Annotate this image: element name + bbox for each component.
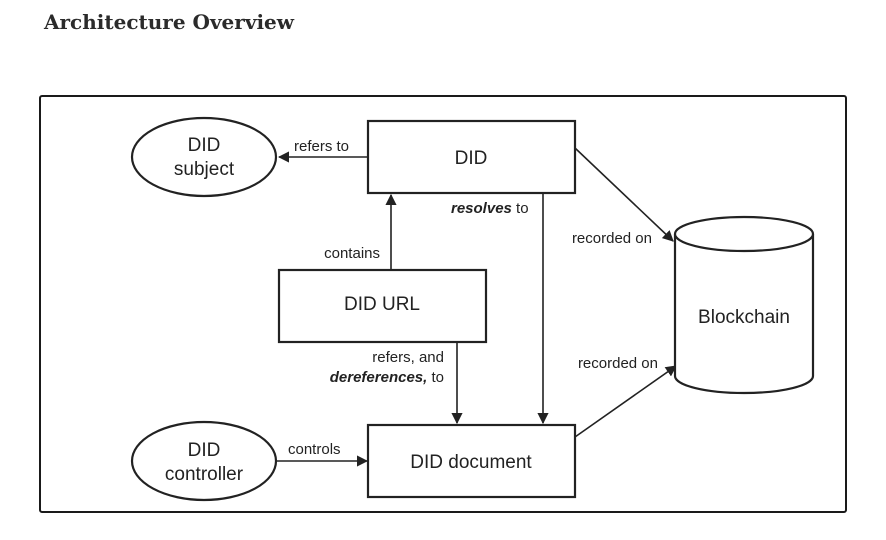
edge-label-dereferences-em: dereferences, [330,369,428,386]
node-did-subject: DID subject [130,116,278,198]
edge-label-controls: controls [288,441,341,458]
edge-label-recorded-on-bottom: recorded on [578,355,658,372]
did-label: DID [455,148,488,169]
edge-label-dereferences-to: dereferences, to [330,369,444,386]
did-controller-line1: DID [188,440,221,461]
node-did: DID [366,119,577,195]
edge-label-recorded-on-top: recorded on [572,230,652,247]
edge-label-contains: contains [324,245,380,262]
did-controller-line2: controller [165,464,244,485]
edge-label-resolves-to-suffix: to [512,200,529,217]
edge-recorded-on-did [574,147,674,242]
node-did-controller: DID controller [130,420,278,502]
edge-label-dereferences-to-suffix: to [427,369,444,386]
node-did-url: DID URL [277,268,488,344]
edge-recorded-on-document [574,365,677,438]
edge-label-resolves-em: resolves [451,200,512,217]
page-title: Architecture Overview [44,10,294,34]
blockchain-label: Blockchain [698,307,790,328]
node-blockchain: Blockchain [673,215,815,395]
did-subject-line2: subject [174,159,235,180]
edge-label-refers-to: refers to [294,138,349,155]
edge-label-resolves-to: resolves to [451,200,529,217]
edge-label-refers-and: refers, and [372,349,444,366]
node-did-document: DID document [366,423,577,499]
did-url-label: DID URL [344,294,420,315]
did-document-label: DID document [410,452,532,473]
did-subject-line1: DID [188,135,221,156]
